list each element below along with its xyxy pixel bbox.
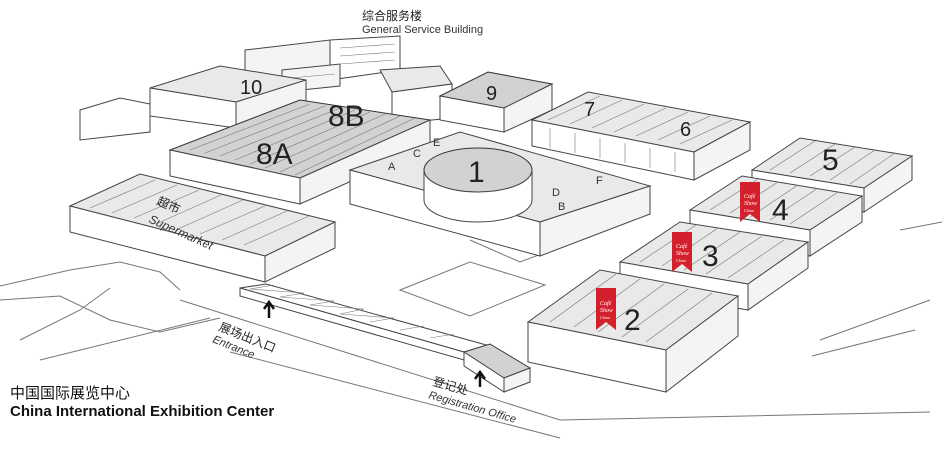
hall-5-number: 5 — [822, 144, 839, 177]
entrance-marker[interactable]: 展场出入口 Entrance — [211, 299, 278, 361]
hall-8[interactable]: 8B 8A — [168, 99, 432, 205]
hall-6-number: 6 — [680, 119, 691, 141]
flag-text-line1: Café — [600, 300, 612, 307]
hall-8b-number: 8B — [328, 100, 365, 133]
hall-1-letter-c: C — [413, 148, 421, 160]
hall-1-letter-a: A — [388, 161, 396, 173]
halls-7-6[interactable]: 7 6 — [530, 91, 752, 181]
hall-9-number: 9 — [486, 83, 497, 105]
flag-text-line2: Show — [600, 308, 613, 314]
hall-10-number: 10 — [240, 77, 262, 99]
cafe-show-flag-hall-3: Café Show China — [672, 232, 692, 272]
hall-1-number: 1 — [468, 156, 485, 189]
cafe-show-flag-hall-4: Café Show China — [740, 182, 760, 222]
venue-title-cn: 中国国际展览中心 — [10, 384, 130, 402]
flag-text-line1: Café — [744, 193, 756, 200]
flag-text-line2: Show — [676, 251, 689, 257]
hall-4-number: 4 — [772, 194, 789, 227]
flag-text-line2: Show — [744, 201, 757, 207]
flag-text-line3: China — [600, 315, 610, 320]
flag-text-line1: Café — [676, 243, 688, 250]
registration-building[interactable] — [462, 343, 532, 393]
general-service-label-en: General Service Building — [362, 24, 483, 36]
hall-10[interactable]: 10 — [79, 65, 307, 141]
hall-1-letter-f: F — [596, 175, 603, 187]
hall-1-letter-b: B — [558, 201, 565, 213]
flag-text-line3: China — [676, 258, 686, 263]
covered-walkway — [239, 283, 491, 361]
hall-2[interactable]: 2 — [526, 269, 740, 394]
hall-3-number: 3 — [702, 240, 719, 273]
hall-9[interactable]: 9 — [438, 71, 554, 133]
general-service-label-cn: 综合服务楼 — [362, 8, 422, 23]
hall-1[interactable]: 1 A C E D F B — [348, 131, 652, 257]
flag-text-line3: China — [744, 208, 754, 213]
hall-8a-number: 8A — [256, 138, 293, 171]
hall-1-letter-d: D — [552, 187, 560, 199]
cafe-show-flag-hall-2: Café Show China — [596, 288, 616, 330]
registration-label-en: Registration Office — [427, 389, 517, 425]
venue-title-en: China International Exhibition Center — [10, 403, 274, 420]
supermarket-building[interactable]: 超市 Supermarket — [68, 173, 337, 283]
hall-2-number: 2 — [624, 304, 641, 337]
hall-7-number: 7 — [584, 99, 595, 121]
roads — [0, 221, 942, 439]
registration-arrow-icon — [473, 369, 487, 387]
entrance-arrow-icon — [262, 299, 276, 318]
hall-1-letter-e: E — [433, 137, 440, 149]
